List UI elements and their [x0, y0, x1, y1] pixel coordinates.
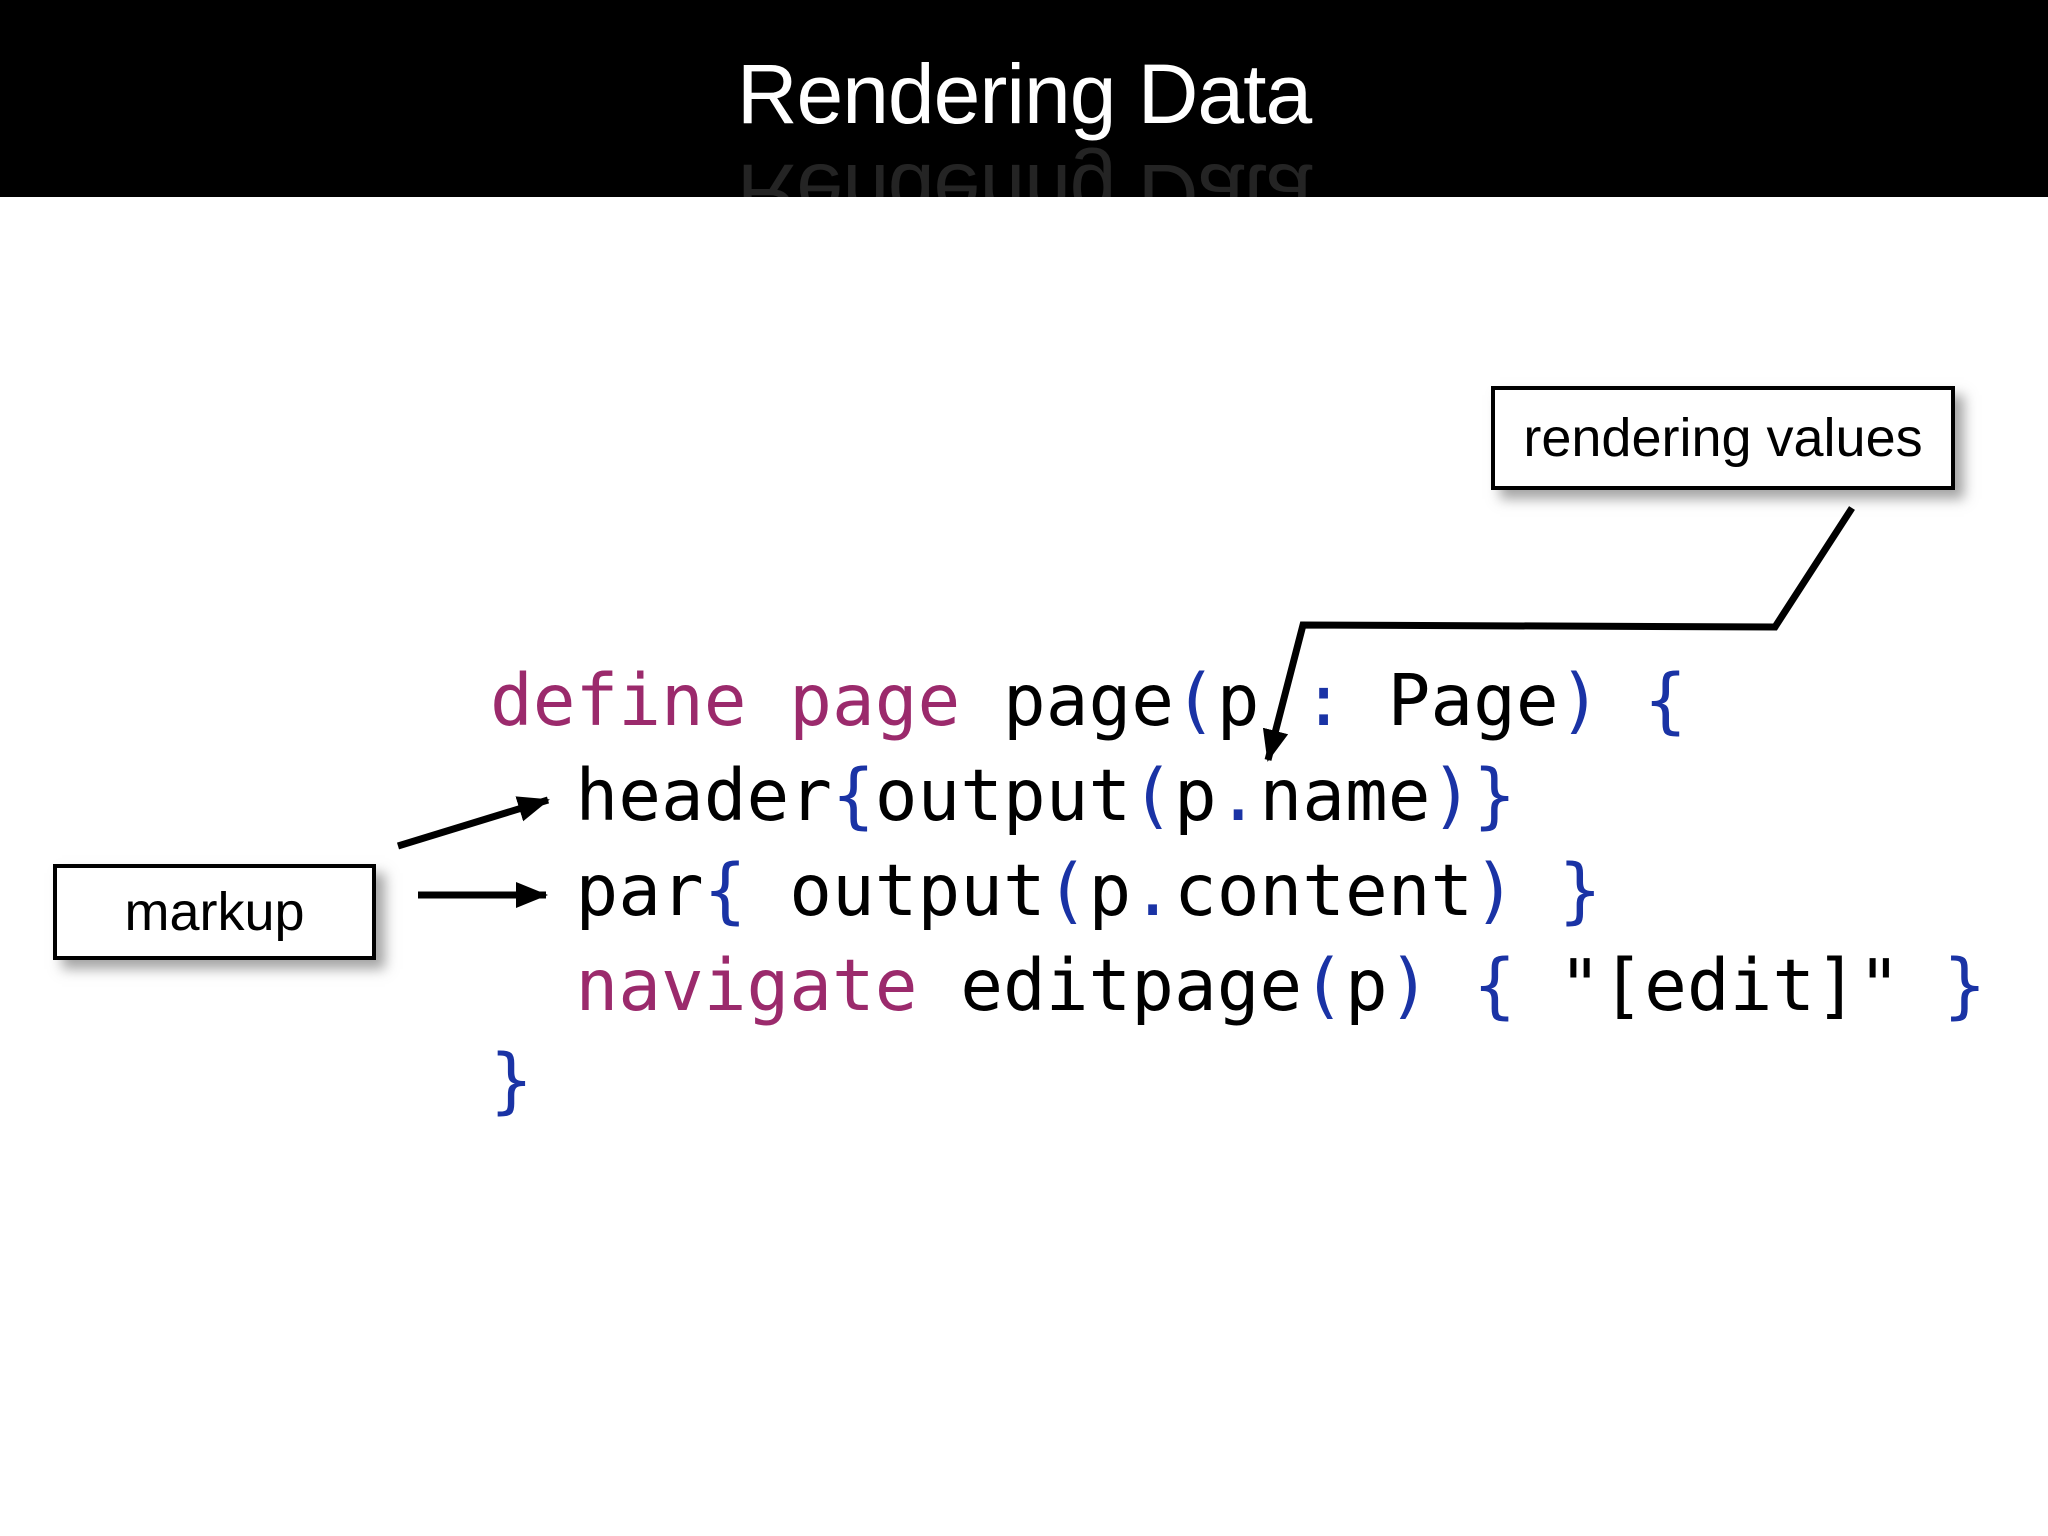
code-block: define page page(p : Page) { header{outp…: [490, 653, 1986, 1128]
markup-callout: markup: [53, 864, 376, 960]
code-line: define page page(p : Page) {: [490, 659, 1687, 742]
slide-title: Rendering Data: [736, 47, 1312, 141]
title-bar: Rendering Data Rendering Data: [0, 0, 2048, 197]
slide-title-reflection: Rendering Data: [736, 147, 1312, 197]
code-line: par{ output(p.content) }: [490, 849, 1602, 932]
rendering-values-label: rendering values: [1523, 408, 1923, 468]
code-line: header{output(p.name)}: [490, 754, 1516, 837]
rendering-values-callout: rendering values: [1491, 386, 1955, 490]
code-line: }: [490, 1039, 533, 1122]
code-line: navigate editpage(p) { "[edit]" }: [575, 944, 1987, 1027]
markup-label: markup: [124, 882, 305, 942]
